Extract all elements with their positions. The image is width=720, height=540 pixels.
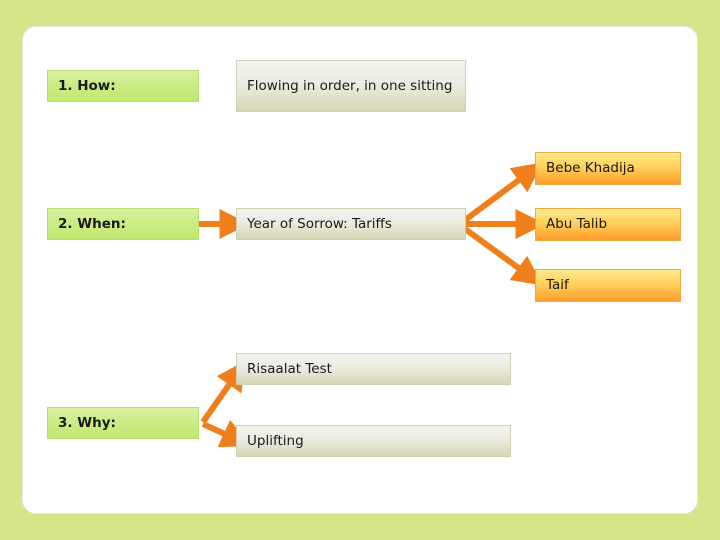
node-abu-talib[interactable]: Abu Talib <box>535 208 681 241</box>
node-how-label: 1. How: <box>58 77 116 94</box>
node-uplifting-label: Uplifting <box>247 432 304 449</box>
slide-canvas: 1. How: Flowing in order, in one sitting… <box>22 26 698 514</box>
node-how[interactable]: 1. How: <box>47 70 199 102</box>
node-how-detail[interactable]: Flowing in order, in one sitting <box>236 60 466 112</box>
node-why[interactable]: 3. Why: <box>47 407 199 439</box>
node-year-of-sorrow-label: Year of Sorrow: Tariffs <box>247 215 392 232</box>
node-abu-talib-label: Abu Talib <box>546 216 608 233</box>
node-uplifting[interactable]: Uplifting <box>236 425 511 457</box>
arrow-why-to-risaalat <box>200 360 247 424</box>
node-how-detail-label: Flowing in order, in one sitting <box>247 77 453 94</box>
node-when[interactable]: 2. When: <box>47 208 199 240</box>
node-year-of-sorrow[interactable]: Year of Sorrow: Tariffs <box>236 208 466 240</box>
arrow-sorrow-to-taif <box>463 226 543 286</box>
node-when-label: 2. When: <box>58 215 126 232</box>
node-taif-label: Taif <box>546 277 569 294</box>
node-bebe-khadija-label: Bebe Khadija <box>546 160 635 177</box>
node-risaalat-test-label: Risaalat Test <box>247 360 332 377</box>
arrow-sorrow-to-bebe <box>463 162 543 223</box>
node-taif[interactable]: Taif <box>535 269 681 302</box>
arrow-why-to-uplifting <box>201 419 252 448</box>
node-bebe-khadija[interactable]: Bebe Khadija <box>535 152 681 185</box>
node-why-label: 3. Why: <box>58 414 116 431</box>
node-risaalat-test[interactable]: Risaalat Test <box>236 353 511 385</box>
